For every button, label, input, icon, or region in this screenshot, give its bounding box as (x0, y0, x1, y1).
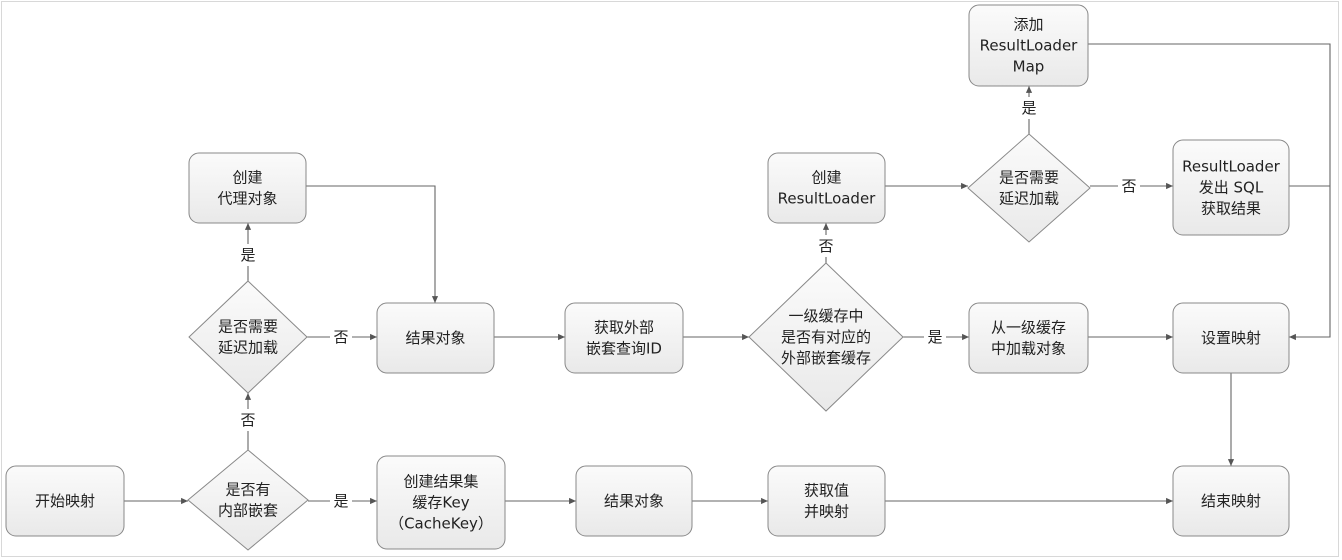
edge-label-d_cache-to-load_cache: 是 (927, 328, 942, 346)
process-box (1172, 139, 1290, 236)
decision-diamond (187, 449, 309, 551)
edge-label-bg (924, 326, 946, 348)
node-label-line: 是否需要 (218, 318, 278, 336)
process-box (5, 465, 125, 537)
edge-label-bg (1018, 97, 1040, 119)
node-label-line: 代理对象 (217, 190, 277, 208)
edge-label-d_lazy_right-to-add_loader_map: 是 (1021, 99, 1036, 117)
process-box (1172, 302, 1290, 374)
node-start: 开始映射 (5, 465, 125, 537)
edge-label-d_nested-to-create_cachekey: 是 (333, 492, 348, 510)
node-label-line: 创建 (811, 169, 841, 187)
edge-add_loader_map-to-set_mapping (1088, 43, 1331, 341)
edge-label-bg (815, 235, 837, 257)
edge-label-d_lazy_right-to-loader_sql: 否 (1121, 177, 1136, 195)
node-label-line: ResultLoader (1182, 158, 1281, 176)
node-label-line: 结束映射 (1201, 492, 1261, 510)
node-label-line: 是否有对应的 (781, 328, 871, 346)
process-box (564, 302, 684, 374)
process-box (376, 302, 495, 374)
node-label-line: （CacheKey） (389, 515, 493, 533)
node-create-loader: 创建 ResultLoader (767, 152, 886, 224)
node-label-line: ResultLoader (980, 37, 1079, 55)
node-label-line: 嵌套查询ID (586, 340, 662, 358)
edge-label-d_lazy_left-to-result_mid: 否 (333, 328, 348, 346)
node-end: 结束映射 (1172, 465, 1290, 537)
process-box (376, 455, 506, 550)
edge-label-bg (237, 244, 259, 266)
decision-diamond (188, 280, 308, 394)
edge-labels-layer: 是否是否是否是否 (237, 97, 1140, 512)
edge-label-bg (237, 409, 259, 431)
node-label-line: 延迟加载 (218, 339, 278, 357)
node-loader-sql: ResultLoader 发出 SQL 获取结果 (1172, 139, 1290, 236)
edge-label-d_cache-to-create_loader: 否 (818, 237, 833, 255)
process-box (188, 152, 307, 224)
node-set-mapping: 设置映射 (1172, 302, 1290, 374)
node-label-line: 缓存Key (412, 494, 469, 512)
node-label-line: 添加 (1013, 16, 1043, 34)
node-label-line: 是否有 (225, 481, 270, 499)
edge-label-bg (330, 326, 352, 348)
node-label-line: 创建结果集 (403, 473, 478, 491)
node-label-line: 开始映射 (35, 492, 95, 510)
process-box (575, 465, 693, 537)
node-label-line: 内部嵌套 (218, 502, 278, 520)
edge-create_proxy-to-result_mid (306, 185, 439, 303)
edge-label-d_lazy_left-to-create_proxy: 是 (240, 246, 255, 264)
node-label-line: Map (1013, 58, 1045, 76)
process-box (767, 465, 886, 537)
decision-diamond (748, 262, 904, 412)
process-box (968, 302, 1089, 374)
process-box (767, 152, 886, 224)
node-label-line: 结果对象 (405, 329, 465, 347)
node-label-line: 创建 (232, 169, 262, 187)
node-label-line: 中加载对象 (991, 340, 1066, 358)
node-label-line: 获取值 (804, 482, 849, 500)
node-label-line: ResultLoader (778, 190, 877, 208)
node-result-bottom: 结果对象 (575, 465, 693, 537)
edge-label-bg (1118, 175, 1140, 197)
process-box (968, 4, 1089, 87)
node-result-mid: 结果对象 (376, 302, 495, 374)
process-box (1172, 465, 1290, 537)
edge-label-d_nested-to-d_lazy_left: 否 (240, 411, 255, 429)
node-label-line: 获取外部 (594, 319, 654, 337)
node-label-line: 设置映射 (1201, 329, 1261, 347)
node-label-line: 延迟加载 (999, 190, 1059, 208)
decision-diamond (967, 133, 1091, 243)
edges-layer (124, 43, 1331, 505)
node-label-line: 一级缓存中 (788, 307, 863, 325)
node-label-line: 结果对象 (604, 492, 664, 510)
node-label-line: 是否需要 (999, 169, 1059, 187)
node-label-line: 并映射 (804, 503, 849, 521)
node-label-line: 获取结果 (1201, 200, 1261, 218)
node-label-line: 发出 SQL (1199, 179, 1264, 197)
edge-label-bg (330, 490, 352, 512)
node-label-line: 从一级缓存 (991, 319, 1066, 337)
nodes-layer: 开始映射是否有内部嵌套创建结果集缓存Key（CacheKey）结果对象获取值并映… (5, 4, 1290, 551)
node-label-line: 外部嵌套缓存 (781, 349, 871, 367)
